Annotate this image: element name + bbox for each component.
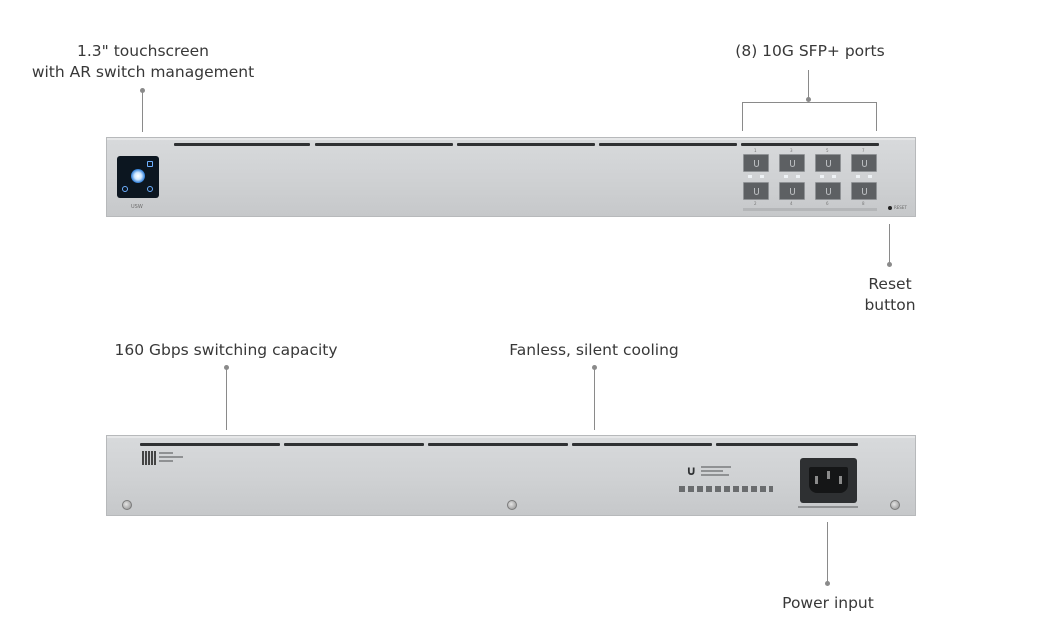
screen-glow [131,169,145,183]
port-number: 5 [826,148,829,153]
cooling-label: Fanless, silent cooling [509,341,679,359]
port-led [832,175,836,178]
certification-marks-icon [679,486,773,492]
reset-marker-text: RESET [894,205,907,210]
power-input-label: Power input [782,594,874,612]
port-latch-icon [862,188,867,195]
qr-code-icon [142,451,156,465]
reset-leader-line [889,224,890,264]
port-led [760,175,764,178]
compliance-text [701,466,731,468]
port-number: 1 [754,148,757,153]
touchscreen-label: 1.3" touchscreen with AR switch manageme… [30,41,256,83]
sfp-bracket [742,102,877,131]
capacity-leader-line [226,368,227,430]
rear-vent-2 [284,443,424,446]
power-rating-text [798,506,858,508]
capacity-leader-dot [224,365,229,370]
rear-screw-right [890,500,900,510]
touchscreen-display[interactable] [117,156,159,198]
compliance-text [701,470,723,472]
front-vent-2 [315,143,453,146]
port-number: 7 [862,148,865,153]
sfp-port-2[interactable] [743,182,769,200]
port-led [868,175,872,178]
label-sticker-text [159,452,173,454]
port-latch-icon [754,188,759,195]
rear-vent-4 [572,443,712,446]
port-led-strip [743,208,877,211]
sfp-port-5[interactable] [815,154,841,172]
sfp-port-6[interactable] [815,182,841,200]
port-number: 4 [790,201,793,206]
front-top-edge [107,138,915,140]
label-sticker-text [159,460,173,462]
port-number: 3 [790,148,793,153]
power-socket [809,467,848,493]
screen-left-icon [122,186,128,192]
front-model-text: USW [131,204,143,210]
port-latch-icon [862,160,867,167]
port-latch-icon [790,188,795,195]
power-pin [815,476,818,484]
sfp-port-3[interactable] [779,154,805,172]
rear-vent-5 [716,443,858,446]
front-vent-1 [174,143,310,146]
port-led [820,175,824,178]
touchscreen-label-line2: with AR switch management [31,63,255,81]
compliance-text [701,474,729,476]
screen-top-icon [147,161,153,167]
port-latch-icon [754,160,759,167]
cooling-leader-dot [592,365,597,370]
power-inlet[interactable] [800,458,857,503]
power-pin [839,476,842,484]
rear-top-edge [107,436,915,438]
screen-right-icon [147,186,153,192]
port-led [796,175,800,178]
touchscreen-leader-line [142,90,143,132]
rear-vent-1 [140,443,280,446]
switch-rear-panel: ∪ [106,435,916,516]
switch-front-panel: USW 1 3 5 7 2 4 6 8 RESET [106,137,916,217]
switching-capacity-label: 160 Gbps switching capacity [114,341,338,359]
reset-button[interactable] [888,206,892,210]
touchscreen-label-line1: 1.3" touchscreen [77,42,209,60]
rear-screw-left [122,500,132,510]
port-led [856,175,860,178]
sfp-port-1[interactable] [743,154,769,172]
power-leader-dot [825,581,830,586]
reset-label-line1: Reset [868,275,912,293]
ubiquiti-logo-icon: ∪ [686,464,697,479]
rear-screw-center [507,500,517,510]
front-vent-3 [457,143,595,146]
reset-leader-dot [887,262,892,267]
port-latch-icon [790,160,795,167]
port-number: 6 [826,201,829,206]
port-latch-icon [826,188,831,195]
power-pin [827,471,830,479]
sfp-port-8[interactable] [851,182,877,200]
front-vent-5 [741,143,879,146]
port-latch-icon [826,160,831,167]
port-led [748,175,752,178]
label-sticker-text [159,456,183,458]
port-led [784,175,788,178]
sfp-leader-line [808,70,809,101]
reset-label: Reset button [850,274,930,316]
sfp-port-4[interactable] [779,182,805,200]
port-number: 8 [862,201,865,206]
reset-label-line2: button [864,296,916,314]
rear-vent-3 [428,443,568,446]
power-leader-line [827,522,828,583]
front-vent-4 [599,143,737,146]
cooling-leader-line [594,368,595,430]
port-number: 2 [754,201,757,206]
sfp-port-7[interactable] [851,154,877,172]
sfp-ports-label: (8) 10G SFP+ ports [735,42,885,60]
